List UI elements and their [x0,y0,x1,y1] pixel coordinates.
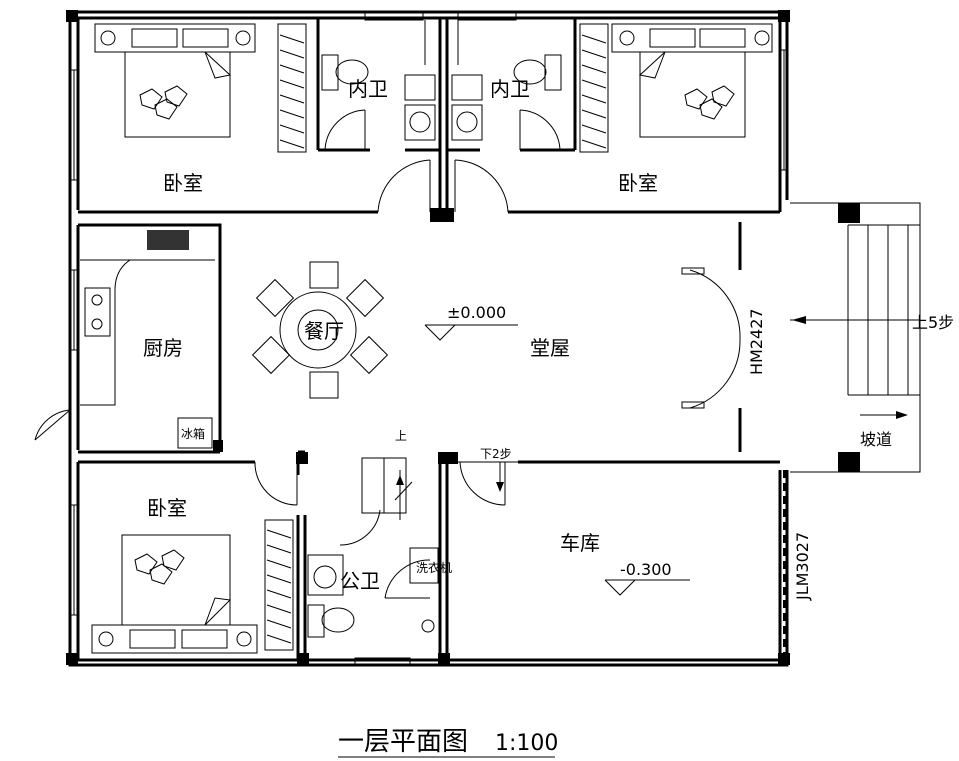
label-stair-down: 下2步 [480,447,512,461]
label-stair-up: 上 [395,429,407,443]
drawing-title: 一层平面图 1:100 [338,727,558,758]
entrance-steps [790,202,921,473]
label-washer: 洗衣机 [416,560,452,575]
label-ramp: 坡道 [860,430,892,449]
label-hall: 堂屋 [530,336,570,360]
level-markers [424,324,690,596]
doors [34,109,741,599]
label-kitchen: 厨房 [143,336,183,360]
stairs [361,457,518,520]
label-bedroom-nw: 卧室 [163,171,203,195]
bed-ne [611,23,773,138]
label-bath-right: 内卫 [490,77,530,101]
scale-text: 1:100 [495,731,558,756]
label-bedroom-ne: 卧室 [618,171,658,195]
label-door-code: HM2427 [747,308,766,375]
level-hall: ±0.000 [447,303,506,322]
label-garage-door: JLM3027 [793,532,812,601]
dining-table [251,261,389,399]
level-garage: -0.300 [620,560,672,579]
kitchen-counter [80,230,215,449]
windows [69,11,789,667]
bed-nw [94,23,256,138]
wardrobes [264,23,609,651]
label-fridge: 冰箱 [181,426,205,441]
label-bath-left: 内卫 [348,77,388,101]
label-garage: 车库 [560,531,600,555]
bath-fixtures [307,20,562,638]
label-public-bath: 公卫 [340,569,380,593]
label-dining: 餐厅 [304,319,344,343]
interior-walls [78,18,780,660]
bed-sw [91,534,258,654]
label-steps: 上5步 [912,313,954,332]
label-bedroom-sw: 卧室 [147,496,187,520]
columns [66,10,860,665]
title-text: 一层平面图 [338,727,468,757]
